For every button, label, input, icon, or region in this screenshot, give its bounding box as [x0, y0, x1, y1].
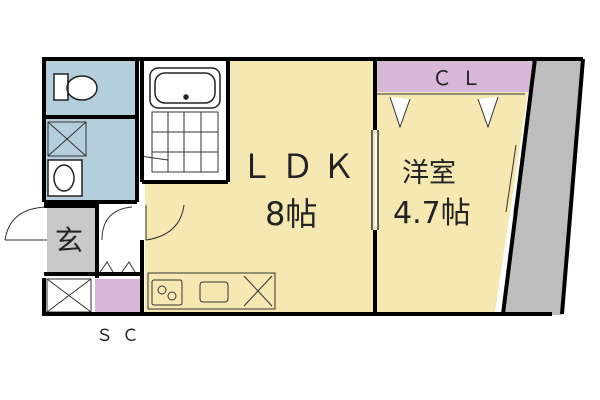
- western-room-floor: [377, 92, 528, 312]
- entrance-label: 玄: [55, 224, 84, 257]
- kitchen-counter: [147, 272, 276, 310]
- balcony: [505, 61, 583, 315]
- walls: [42, 57, 585, 316]
- shoe-closet-floor: [95, 279, 140, 312]
- entrance-storage: [46, 278, 92, 313]
- ldk-size-label: 8帖: [265, 195, 318, 233]
- washbasin-icon: [47, 159, 83, 197]
- washing-machine-pan: [47, 121, 87, 157]
- bathtub-icon: [149, 67, 221, 109]
- toilet-icon: [53, 73, 98, 101]
- western-room-label: 洋室: [402, 158, 456, 189]
- entrance-floor: [47, 207, 95, 272]
- bathroom-tiles: [151, 111, 219, 173]
- door-swings: [4, 115, 185, 273]
- ldk-floor: [145, 61, 375, 312]
- sliding-partition: [371, 130, 379, 230]
- ldk-label: ＬＤＫ: [240, 147, 363, 186]
- closet-doors: [377, 93, 525, 129]
- closet-floor: [377, 61, 535, 92]
- western-room-size-label: 4.7帖: [393, 196, 471, 231]
- closet-label: ＣＬ: [432, 66, 490, 90]
- shoe-closet-label: ＳＣ: [96, 326, 148, 346]
